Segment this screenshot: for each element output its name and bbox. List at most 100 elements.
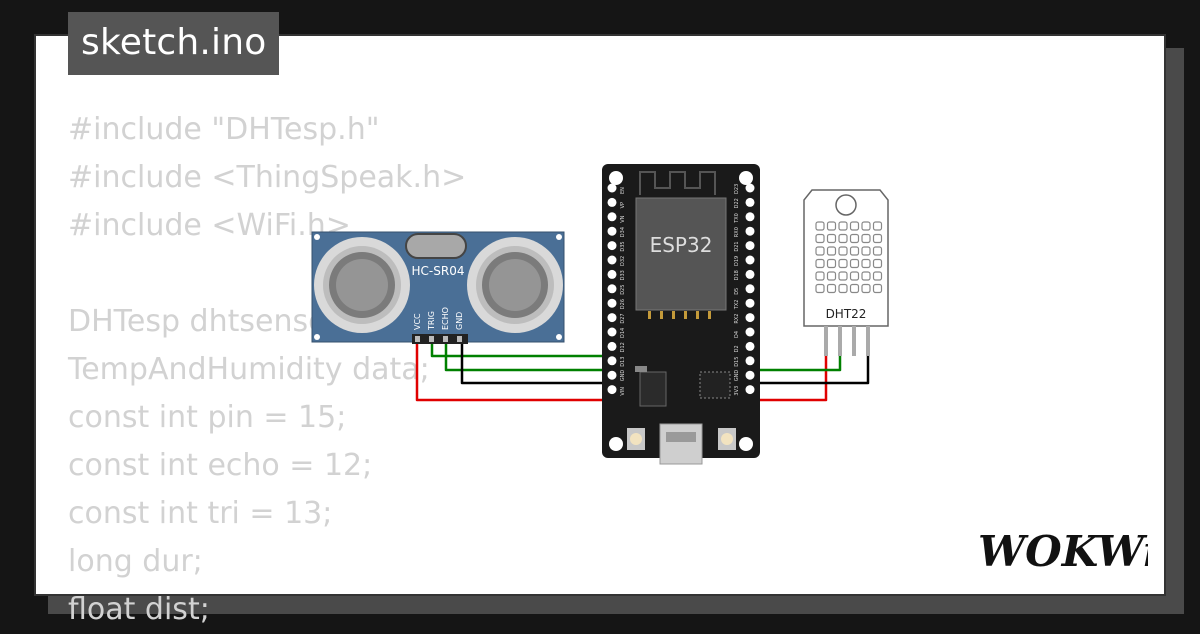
wokwi-logo-text: WOKWi <box>978 527 1148 576</box>
hc-sr04-sensor: HC-SR04 VCC TRIG ECHO GND <box>311 231 565 344</box>
dht22-vent <box>815 283 825 294</box>
wire-trig <box>430 344 612 358</box>
dht22-vent <box>861 221 871 231</box>
esp32-pin-label: D26 <box>620 299 626 309</box>
antenna-trace <box>639 171 716 195</box>
esp32-board: ESP32 ENVPVND34D35D32D33D25D26D27D14D12D… <box>602 164 760 465</box>
esp32-pin-hole <box>745 356 755 366</box>
dht22-vent <box>815 258 825 269</box>
dht22-vent <box>838 221 848 231</box>
dht22-vent <box>872 258 883 269</box>
esp32-pin-hole <box>745 197 755 207</box>
esp32-pin-label: D4 <box>734 331 740 338</box>
pin-label-gnd: GND <box>455 312 464 330</box>
code-line: #include <ThingSpeak.h> <box>68 160 467 195</box>
esp32-pin-label: D5 <box>734 288 740 295</box>
esp32-pin-hole <box>607 341 617 351</box>
dht22-vent <box>826 271 837 281</box>
dht22-vent <box>826 221 837 231</box>
dht22-vent <box>815 221 825 231</box>
esp32-pin-hole <box>745 313 755 323</box>
esp32-pin-hole <box>607 327 617 337</box>
dht22-vent <box>838 233 848 244</box>
dht22-sensor: DHT22 <box>803 189 889 356</box>
esp32-left-pins: ENVPVND34D35D32D33D25D26D27D14D12D13GNDV… <box>607 183 626 396</box>
code-line: const int pin = 15; <box>68 400 347 435</box>
esp32-pin-label: RX0 <box>734 227 740 237</box>
esp32-pin-label: D2 <box>734 345 740 352</box>
esp32-pin-hole <box>745 385 755 395</box>
esp32-pin-label: D18 <box>734 270 740 280</box>
preview-card <box>34 34 1166 596</box>
dht22-vent <box>849 221 860 231</box>
esp32-pin-label: D22 <box>734 198 740 208</box>
esp32-pin-hole <box>745 241 755 251</box>
esp32-pin-hole <box>607 183 617 193</box>
esp32-pin-hole <box>607 197 617 207</box>
dht22-vent <box>872 271 883 281</box>
dht22-vent <box>861 246 871 256</box>
esp32-pin-hole <box>607 212 617 222</box>
voltage-regulator <box>639 371 667 407</box>
esp32-pin-label: D12 <box>620 342 626 352</box>
pin-label-echo: ECHO <box>441 307 450 330</box>
dht22-vent <box>815 233 825 244</box>
esp32-pin-hole <box>607 370 617 380</box>
boot-button <box>627 428 645 450</box>
dht22-vent <box>826 258 837 269</box>
dht22-vent <box>872 233 883 244</box>
transducer-right <box>467 237 563 333</box>
dht22-vent <box>838 246 848 256</box>
esp32-pin-label: D27 <box>620 313 626 323</box>
dht22-vent <box>861 271 871 281</box>
dht22-vent <box>838 258 848 269</box>
dht22-vent <box>838 283 848 294</box>
wire-gnd-left <box>460 344 612 385</box>
esp32-pin-label: D32 <box>620 256 626 266</box>
pin-label-trig: TRIG <box>427 311 436 331</box>
esp32-pin-label: TX0 <box>734 213 740 224</box>
esp32-pin-label: D15 <box>734 357 740 367</box>
esp32-pin-label: RX2 <box>734 314 740 324</box>
esp32-pin-hole <box>745 284 755 294</box>
code-background: #include "DHTesp.h" #include <ThingSpeak.… <box>68 106 466 634</box>
esp32-pin-hole <box>745 255 755 265</box>
code-line: const int tri = 13; <box>68 496 333 531</box>
dht22-vent <box>815 246 825 256</box>
wire-dht-data <box>752 356 842 372</box>
code-line: #include "DHTesp.h" <box>68 112 380 147</box>
dht22-vent <box>872 246 883 256</box>
esp32-pin-label: VIN <box>620 387 626 396</box>
transducer-left <box>314 237 410 333</box>
esp32-pin-label: GND <box>620 370 626 382</box>
esp32-pin-hole <box>607 356 617 366</box>
code-line: #include <WiFi.h> <box>68 208 351 243</box>
dht22-vent <box>849 283 860 294</box>
dht22-vent <box>861 233 871 244</box>
esp32-pin-hole <box>607 313 617 323</box>
usb-chip <box>699 371 731 399</box>
esp32-pin-label: VN <box>620 215 626 222</box>
dht22-vent <box>861 258 871 269</box>
esp32-pin-label: D33 <box>620 270 626 280</box>
code-line: const int echo = 12; <box>68 448 373 483</box>
dht22-vent <box>815 271 825 281</box>
esp32-pin-hole <box>745 327 755 337</box>
esp32-pin-label: GND <box>734 370 740 382</box>
sketch-title-tab: sketch.ino <box>68 12 280 75</box>
code-line: float dist; <box>68 592 210 627</box>
esp32-pin-label: D13 <box>620 357 626 367</box>
esp32-pin-label: VP <box>620 202 626 208</box>
code-line: long dur; <box>68 544 203 579</box>
dht22-vent <box>849 271 860 281</box>
esp32-pin-hole <box>607 298 617 308</box>
esp32-pin-label: D34 <box>620 227 626 237</box>
dht22-vent <box>861 283 871 294</box>
pin-label-vcc: VCC <box>413 313 422 330</box>
esp32-pin-label: 3V3 <box>734 386 740 396</box>
esp32-pin-hole <box>607 241 617 251</box>
dht22-vent <box>826 233 837 244</box>
esp32-pin-label: TX2 <box>734 300 740 311</box>
dht22-vent <box>838 271 848 281</box>
